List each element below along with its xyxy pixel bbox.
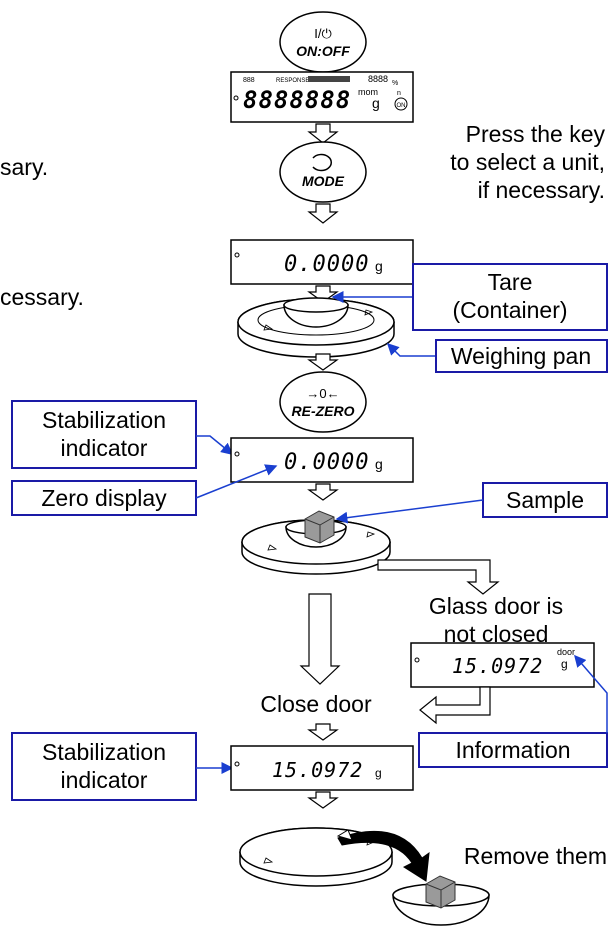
display-2-unit: g <box>375 456 383 472</box>
sample-label: Sample <box>506 487 584 513</box>
fd-small-top-left: 888 <box>243 77 255 84</box>
glass-door-line1: Glass door is <box>429 593 563 619</box>
cut-text-1: sary. <box>0 154 48 180</box>
display-4-unit: g <box>375 766 382 780</box>
display-4-value: 15.0972 <box>272 758 363 782</box>
remove-arrow <box>337 830 430 882</box>
display-1: 0.0000 g <box>230 239 414 285</box>
press-key-line3: if necessary. <box>478 177 605 203</box>
fd-percent: % <box>392 80 398 87</box>
tare-line1: Tare <box>488 269 533 295</box>
stabilization-callout-1: Stabilization indicator <box>11 400 234 469</box>
branch-arrow-right <box>377 559 500 595</box>
press-key-line1: Press the key <box>466 121 606 147</box>
pan-with-sample <box>241 510 391 575</box>
fd-big-g: g <box>372 95 380 111</box>
display-1-value: 0.0000 <box>284 252 369 277</box>
stabilization-1-line1: Stabilization <box>42 407 166 433</box>
tare-line2: (Container) <box>452 297 567 323</box>
press-key-annotation: Press the key to select a unit, if neces… <box>450 121 605 203</box>
mode-label: MODE <box>302 173 345 189</box>
weighing-pan-callout: Weighing pan <box>386 339 608 373</box>
flow-arrow-6 <box>307 723 339 741</box>
fd-response: RESPONSE <box>276 78 309 84</box>
fd-on-badge: ON <box>397 103 406 109</box>
fd-digits: 8888888 <box>243 86 351 114</box>
stabilization-callout-2: Stabilization indicator <box>11 732 234 801</box>
information-label: Information <box>455 737 570 763</box>
display-2-value: 0.0000 <box>284 450 369 475</box>
display-3: 15.0972 door g <box>410 642 595 688</box>
onoff-key[interactable]: I/⏻ ON:OFF <box>279 11 367 73</box>
information-callout: Information <box>418 654 608 768</box>
sample-callout: Sample <box>335 482 608 524</box>
close-door-label: Close door <box>260 691 372 717</box>
flow-arrow-2 <box>307 203 339 224</box>
rezero-key[interactable]: →0← RE-ZERO <box>279 371 367 433</box>
rezero-label: RE-ZERO <box>292 403 355 419</box>
flow-arrow-1 <box>307 123 339 144</box>
flow-arrow-3 <box>307 285 339 303</box>
display-3-unit: g <box>561 657 568 671</box>
glass-door-annotation: Glass door is not closed <box>429 593 563 647</box>
fd-n: n <box>397 90 401 97</box>
zero-display-label: Zero display <box>41 485 167 511</box>
return-arrow-left <box>419 686 491 725</box>
zero-display-callout: Zero display <box>11 464 278 516</box>
flow-arrow-5 <box>307 483 339 501</box>
weighing-pan-label: Weighing pan <box>451 343 591 369</box>
pan-with-container <box>237 297 395 358</box>
full-segment-display: 888 RESPONSE 8888888 mom g 8888 % n ON <box>230 71 414 123</box>
remove-them-label: Remove them <box>464 843 607 869</box>
rotate-icon <box>312 153 333 172</box>
long-down-arrow <box>299 593 341 685</box>
cut-text-2: cessary. <box>0 284 84 310</box>
mode-key[interactable]: MODE <box>279 141 367 203</box>
display-1-unit: g <box>375 258 383 274</box>
fd-unit-small: mom <box>358 87 378 97</box>
flow-arrow-7 <box>307 791 339 809</box>
fd-right-digits: 8888 <box>368 74 388 84</box>
display-3-info: door <box>557 647 575 657</box>
display-3-value: 15.0972 <box>452 654 543 678</box>
rezero-symbol: →0← <box>306 386 339 401</box>
display-2: 0.0000 g <box>230 437 414 483</box>
stabilization-1-line2: indicator <box>61 435 148 461</box>
stabilization-2-line1: Stabilization <box>42 739 166 765</box>
stabilization-2-line2: indicator <box>61 767 148 793</box>
flow-arrow-4 <box>307 353 339 371</box>
onoff-symbol: I/⏻ <box>314 26 332 41</box>
onoff-label: ON:OFF <box>296 43 350 59</box>
display-4: 15.0972 g <box>230 745 414 791</box>
removed-container <box>392 875 490 926</box>
press-key-line2: to select a unit, <box>450 149 605 175</box>
tare-callout: Tare (Container) <box>331 263 608 331</box>
